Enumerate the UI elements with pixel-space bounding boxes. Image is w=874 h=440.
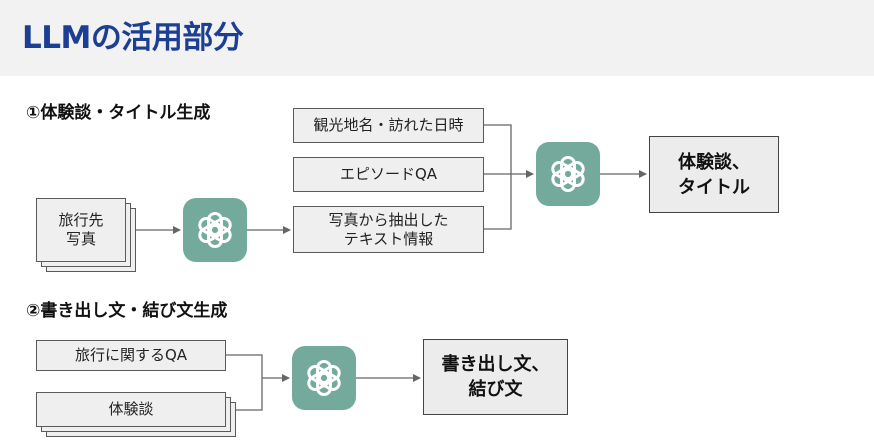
section2-title: ②書き出し文・結び文生成 xyxy=(26,301,228,321)
input-travel-photo-box: 旅行先 写真 xyxy=(36,198,126,262)
header-band: LLMの活用部分 xyxy=(0,0,874,76)
box-story-stack: 体験談 xyxy=(36,392,226,427)
box-extracted-text-label: 写真から抽出した テキスト情報 xyxy=(328,210,449,248)
output-story-title-label: 体験談、 タイトル xyxy=(678,151,750,198)
section1-title: ①体験談・タイトル生成 xyxy=(26,103,211,123)
box-episode-qa-label: エピソードQA xyxy=(339,165,438,183)
openai-logo-icon xyxy=(307,359,341,397)
box-location-datetime: 観光地名・訪れた日時 xyxy=(293,108,484,143)
merge-lines-section1 xyxy=(484,124,512,230)
page-title: LLMの活用部分 xyxy=(22,20,244,56)
output-opening-closing-box: 書き出し文、 結び文 xyxy=(423,339,568,415)
ai-node-3 xyxy=(292,346,356,410)
box-story-label: 体験談 xyxy=(108,400,154,418)
openai-logo-icon xyxy=(198,211,232,249)
box-episode-qa: エピソードQA xyxy=(293,157,484,192)
merge-lines-section2 xyxy=(226,354,263,411)
ai-node-2 xyxy=(536,142,600,206)
openai-logo-icon xyxy=(551,155,585,193)
box-extracted-text: 写真から抽出した テキスト情報 xyxy=(293,206,484,253)
output-story-title-box: 体験談、 タイトル xyxy=(649,136,779,213)
input-travel-photo-label: 旅行先 写真 xyxy=(58,211,104,248)
box-travel-qa-label: 旅行に関するQA xyxy=(74,346,188,364)
box-location-datetime-label: 観光地名・訪れた日時 xyxy=(313,116,464,134)
output-opening-closing-label: 書き出し文、 結び文 xyxy=(441,354,550,400)
box-travel-qa: 旅行に関するQA xyxy=(36,340,226,371)
ai-node-1 xyxy=(183,198,247,262)
